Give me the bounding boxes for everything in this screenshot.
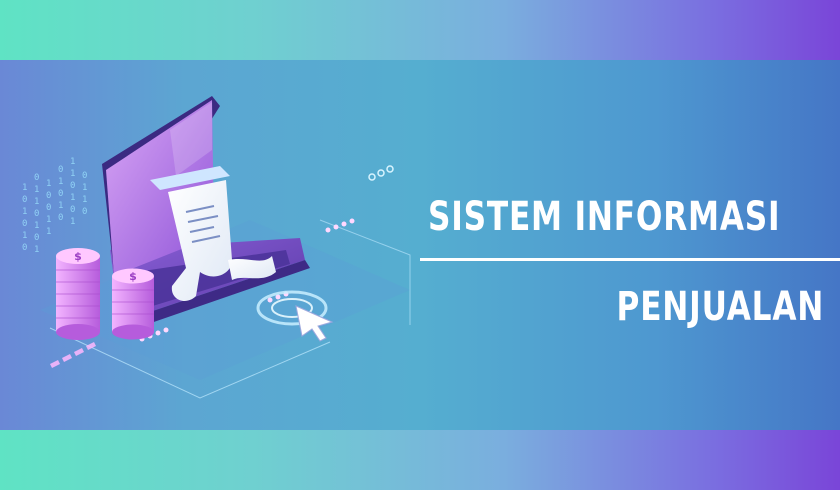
svg-text:1: 1 bbox=[70, 217, 75, 227]
chevron-arrows bbox=[50, 342, 96, 368]
svg-text:0: 0 bbox=[22, 243, 27, 253]
svg-text:0: 0 bbox=[46, 203, 51, 213]
svg-text:0: 0 bbox=[34, 209, 39, 219]
svg-text:0: 0 bbox=[46, 191, 51, 201]
svg-text:0: 0 bbox=[58, 165, 63, 175]
svg-text:1: 1 bbox=[34, 197, 39, 207]
svg-text:1: 1 bbox=[34, 185, 39, 195]
svg-text:1: 1 bbox=[70, 157, 75, 167]
decor-rings bbox=[368, 165, 394, 181]
svg-text:1: 1 bbox=[58, 177, 63, 187]
svg-text:1: 1 bbox=[58, 201, 63, 211]
svg-text:1: 1 bbox=[82, 183, 87, 193]
banner-title-line-2: PENJUALAN bbox=[616, 284, 824, 330]
svg-text:0: 0 bbox=[34, 173, 39, 183]
svg-text:1: 1 bbox=[46, 215, 51, 225]
banner-title-line-1: SISTEM INFORMASI bbox=[428, 194, 781, 240]
coin-stack-icon: $ bbox=[112, 268, 154, 340]
svg-text:0: 0 bbox=[82, 171, 87, 181]
coin-symbol: $ bbox=[74, 250, 82, 263]
coin-symbol: $ bbox=[129, 270, 137, 283]
svg-text:1: 1 bbox=[22, 183, 27, 193]
coin-stack-icon: $ bbox=[56, 248, 100, 340]
svg-text:0: 0 bbox=[22, 195, 27, 205]
svg-text:0: 0 bbox=[22, 219, 27, 229]
svg-text:1: 1 bbox=[82, 195, 87, 205]
svg-text:1: 1 bbox=[22, 231, 27, 241]
svg-text:1: 1 bbox=[34, 245, 39, 255]
svg-text:1: 1 bbox=[34, 221, 39, 231]
platform bbox=[40, 220, 410, 380]
svg-text:1: 1 bbox=[46, 179, 51, 189]
svg-text:0: 0 bbox=[70, 181, 75, 191]
title-divider bbox=[420, 258, 840, 261]
svg-text:0: 0 bbox=[58, 213, 63, 223]
svg-text:0: 0 bbox=[82, 207, 87, 217]
svg-text:0: 0 bbox=[34, 233, 39, 243]
svg-text:0: 0 bbox=[58, 189, 63, 199]
cursor-icon bbox=[256, 290, 334, 342]
svg-text:1: 1 bbox=[70, 169, 75, 179]
platform-line bbox=[49, 327, 331, 399]
platform-line bbox=[319, 219, 411, 325]
top-gradient-stripe bbox=[0, 0, 840, 60]
svg-text:1: 1 bbox=[22, 207, 27, 217]
receipt-icon bbox=[150, 166, 276, 301]
svg-text:0: 0 bbox=[70, 205, 75, 215]
svg-text:1: 1 bbox=[70, 193, 75, 203]
svg-text:1: 1 bbox=[46, 227, 51, 237]
bottom-gradient-stripe bbox=[0, 430, 840, 490]
